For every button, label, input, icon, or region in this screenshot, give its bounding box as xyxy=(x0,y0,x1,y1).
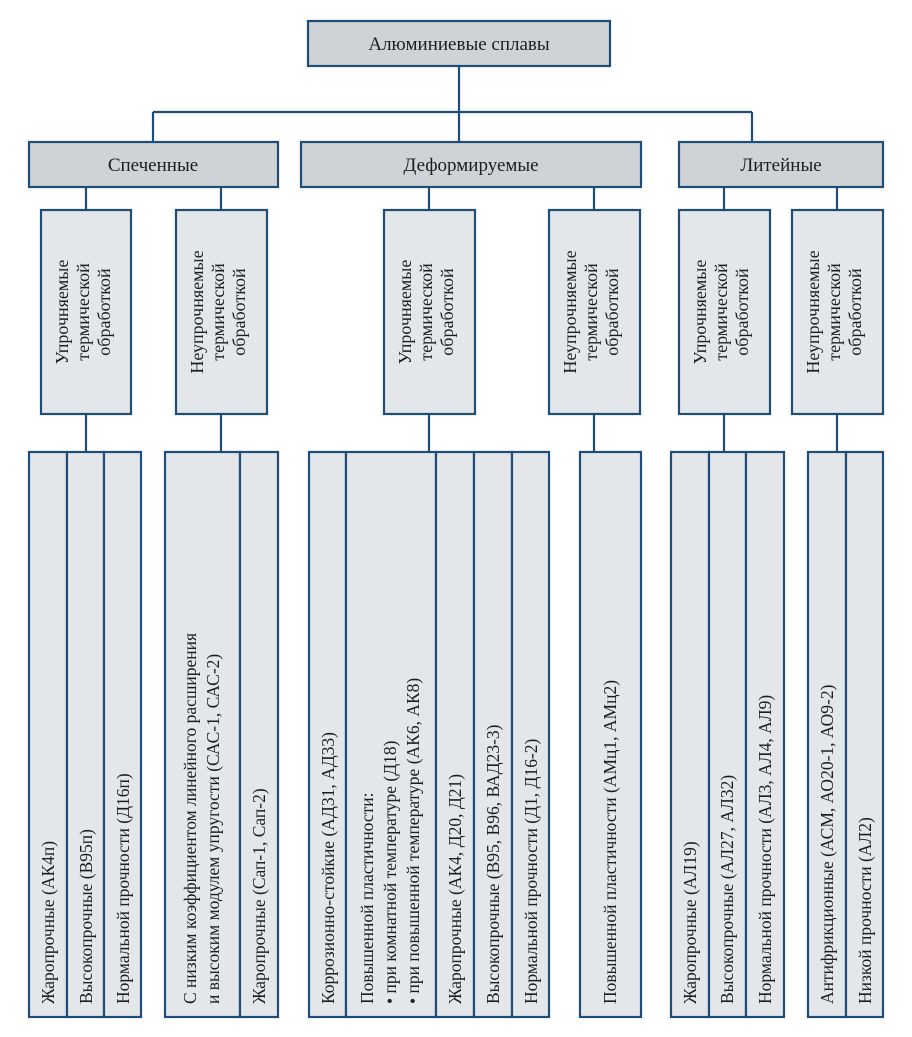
subgroup-line: Неупрочняемые xyxy=(560,250,580,373)
leaf-label: Жаропрочные (АК4п) xyxy=(38,841,58,1004)
leaves-cast-nonhardened: Антифрикционные (АСМ, АО20-1, АО9-2) Низ… xyxy=(806,450,885,1019)
leaves-cast-hardened: Жаропрочные (АЛ19) Высокопрочные (АЛ27, … xyxy=(669,450,786,1019)
subgroup-line: Упрочняемые xyxy=(395,260,415,365)
category-sintered-label: Спеченные xyxy=(108,155,198,176)
leaf-label: Нормальной прочности (Д16п) xyxy=(113,773,133,1004)
leaf-label: Жаропрочные (АЛ19) xyxy=(680,841,700,1004)
root-label: Алюминиевые сплавы xyxy=(368,34,550,55)
subgroup-line: обработкой xyxy=(229,268,249,356)
leaf-label: Повышенной пластичности (АМц1, АМц2) xyxy=(600,680,620,1004)
leaf-label: и высоким модулем упругости (САС-1, САС-… xyxy=(203,654,223,1004)
category-wrought: Деформируемые xyxy=(299,140,643,189)
subgroup-line: термической xyxy=(208,263,228,361)
subgroup-line: обработкой xyxy=(94,268,114,356)
leaf-label: Коррозионно-стойкие (АД31, АД33) xyxy=(318,732,338,1004)
category-cast-label: Литейные xyxy=(740,155,821,176)
leaf-label: • при повышенной температуре (АК6, АК8) xyxy=(403,678,423,1004)
subgroup-line: термической xyxy=(711,263,731,361)
leaf-label: Нормальной прочности (АЛ3, АЛ4, АЛ9) xyxy=(755,695,775,1004)
subgroup-line: обработкой xyxy=(602,268,622,356)
leaf-label: Жаропрочные (АК4, Д20, Д21) xyxy=(445,774,465,1004)
leaf-label: • при комнатной температуре (Д18) xyxy=(380,740,400,1004)
leaves-sintered-hardened: Жаропрочные (АК4п) Высокопрочные (В95п) … xyxy=(27,450,143,1019)
connectors xyxy=(84,66,839,452)
leaves-sintered-nonhardened: С низким коэффициентом линейного расшире… xyxy=(163,450,280,1019)
subgroup-line: Упрочняемые xyxy=(690,260,710,365)
leaf-label: Низкой прочности (АЛ2) xyxy=(855,817,875,1004)
leaf-label: Жаропрочные (Сап-1, Сап-2) xyxy=(249,788,269,1004)
subgroup-line: термической xyxy=(73,263,93,361)
root-node: Алюминиевые сплавы xyxy=(306,19,612,68)
leaf-label: С низким коэффициентом линейного расшире… xyxy=(180,633,200,1004)
leaves-wrought-nonhardened: Повышенной пластичности (АМц1, АМц2) xyxy=(578,450,643,1019)
category-cast: Литейные xyxy=(677,140,885,189)
subgroup-line: термической xyxy=(581,263,601,361)
subgroup-line: термической xyxy=(416,263,436,361)
subgroup-line: Неупрочняемые xyxy=(187,250,207,373)
subgroup-line: обработкой xyxy=(437,268,457,356)
leaf-label: Нормальной прочности (Д1, Д16-2) xyxy=(521,738,541,1004)
subgroup-wrought-nonhardened: Неупрочняемые термической обработкой xyxy=(547,208,642,416)
subgroup-sintered-nonhardened: Неупрочняемые термической обработкой xyxy=(174,208,269,416)
subgroup-line: термической xyxy=(824,263,844,361)
subgroup-cast-hardened: Упрочняемые термической обработкой xyxy=(677,208,772,416)
subgroup-line: обработкой xyxy=(845,268,865,356)
leaves-wrought-hardened: Коррозионно-стойкие (АД31, АД33) Повышен… xyxy=(307,450,551,1019)
subgroup-line: обработкой xyxy=(732,268,752,356)
leaf-label: Высокопрочные (АЛ27, АЛ32) xyxy=(717,775,737,1004)
leaf-label: Повышенной пластичности: xyxy=(357,792,377,1004)
leaf-label: Высокопрочные (В95п) xyxy=(76,829,96,1004)
category-sintered: Спеченные xyxy=(27,140,280,189)
subgroup-line: Упрочняемые xyxy=(52,260,72,365)
subgroup-cast-nonhardened: Неупрочняемые термической обработкой xyxy=(790,208,885,416)
leaf-label: Антифрикционные (АСМ, АО20-1, АО9-2) xyxy=(817,684,837,1004)
leaf-label: Высокопрочные (В95, В96, ВАД23-3) xyxy=(483,724,503,1004)
subgroup-line: Неупрочняемые xyxy=(803,250,823,373)
category-wrought-label: Деформируемые xyxy=(403,155,538,176)
subgroup-sintered-hardened: Упрочняемые термической обработкой xyxy=(39,208,133,416)
subgroup-wrought-hardened: Упрочняемые термической обработкой xyxy=(382,208,477,416)
